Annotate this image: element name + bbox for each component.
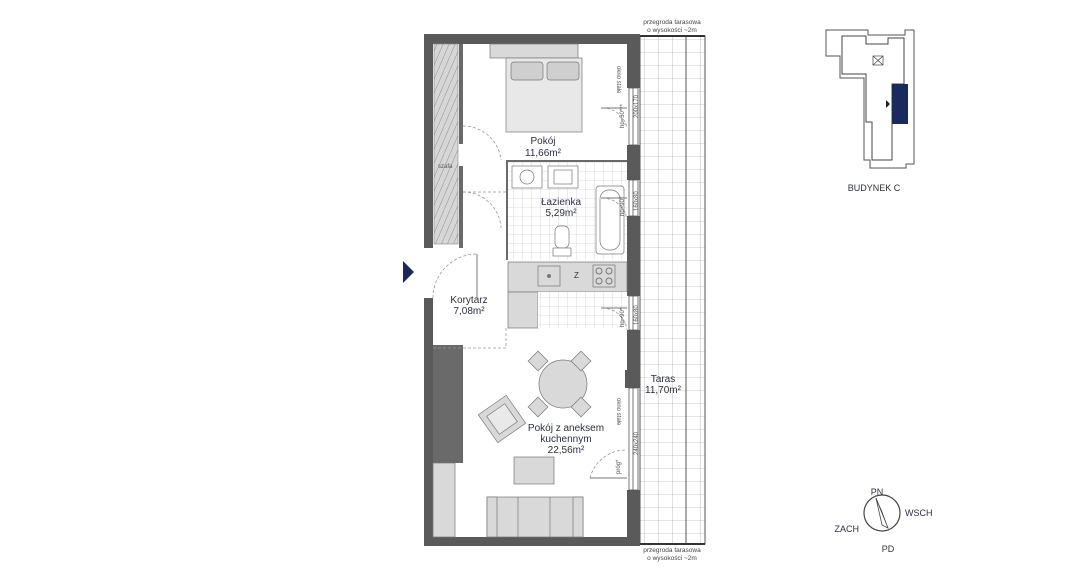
compass-east: WSCH	[905, 508, 933, 518]
kitchen-counter	[507, 261, 628, 329]
room-labels: Pokój 11,66m² Łazienka 5,29m² Korytarz 7…	[450, 136, 681, 456]
armchair	[477, 394, 527, 444]
cabinet	[432, 462, 456, 538]
living-name-2: kuchennym	[540, 434, 591, 445]
hall-name: Korytarz	[450, 295, 487, 306]
building-key-plan	[825, 29, 915, 169]
bedroom-area: 11,66m²	[525, 148, 562, 159]
window-fixed-top: okno stałe	[615, 66, 621, 94]
building-label: BUDYNEK C	[848, 183, 901, 193]
wardrobe-label: szafa	[438, 164, 453, 170]
sill-bath: hp=90*	[620, 196, 626, 216]
door-swings	[432, 107, 628, 479]
window-fixed-living: okno stałe	[615, 398, 621, 426]
living-area: 22,56m²	[548, 445, 585, 456]
window-size-bedroom: 200x170	[634, 94, 640, 118]
terrace-area: 11,70m²	[645, 385, 682, 396]
sofa	[486, 496, 584, 538]
dining-table	[527, 350, 592, 418]
window-size-bath: 160x80	[634, 191, 640, 211]
partition-bottom-line-1: przegroda tarasowa	[643, 547, 701, 554]
hall-area: 7,08m²	[453, 306, 485, 317]
doors	[476, 107, 627, 479]
outer-walls	[424, 34, 640, 546]
sill-kitchen: hp=90*	[620, 307, 626, 327]
compass: PN PD WSCH ZACH	[835, 487, 933, 554]
partition-top-line-2: o wysokości ~2m	[647, 27, 697, 34]
compass-north: PN	[871, 487, 884, 497]
wardrobe	[433, 43, 459, 245]
threshold-note: próg*	[616, 459, 622, 474]
entrance-arrow-icon	[403, 261, 414, 283]
window-size-kitchen: 160x80	[634, 305, 640, 325]
window-annotations: okno stałe okno stałe 200x170 160x80 160…	[615, 66, 640, 474]
terrace-name: Taras	[651, 374, 675, 385]
partition-notes: przegroda tarasowa o wysokości ~2m przeg…	[643, 19, 701, 562]
coffee-table	[513, 456, 555, 485]
bedroom-name: Pokój	[530, 136, 555, 147]
living-name-1: Pokój z aneksem	[528, 423, 604, 434]
compass-west: ZACH	[835, 524, 860, 534]
terrace	[639, 35, 706, 545]
bathroom-name: Łazienka	[541, 197, 581, 208]
partition-top-line-1: przegroda tarasowa	[643, 19, 701, 26]
windows	[628, 87, 639, 491]
bathroom-area: 5,29m²	[545, 208, 577, 219]
bed	[489, 43, 583, 133]
compass-south: PD	[882, 544, 895, 554]
sill-bedroom: hp=50***	[620, 103, 626, 128]
window-size-living: 240x240	[634, 431, 640, 455]
fridge-label: Z	[574, 271, 579, 280]
partition-bottom-line-2: o wysokości ~2m	[647, 555, 697, 562]
